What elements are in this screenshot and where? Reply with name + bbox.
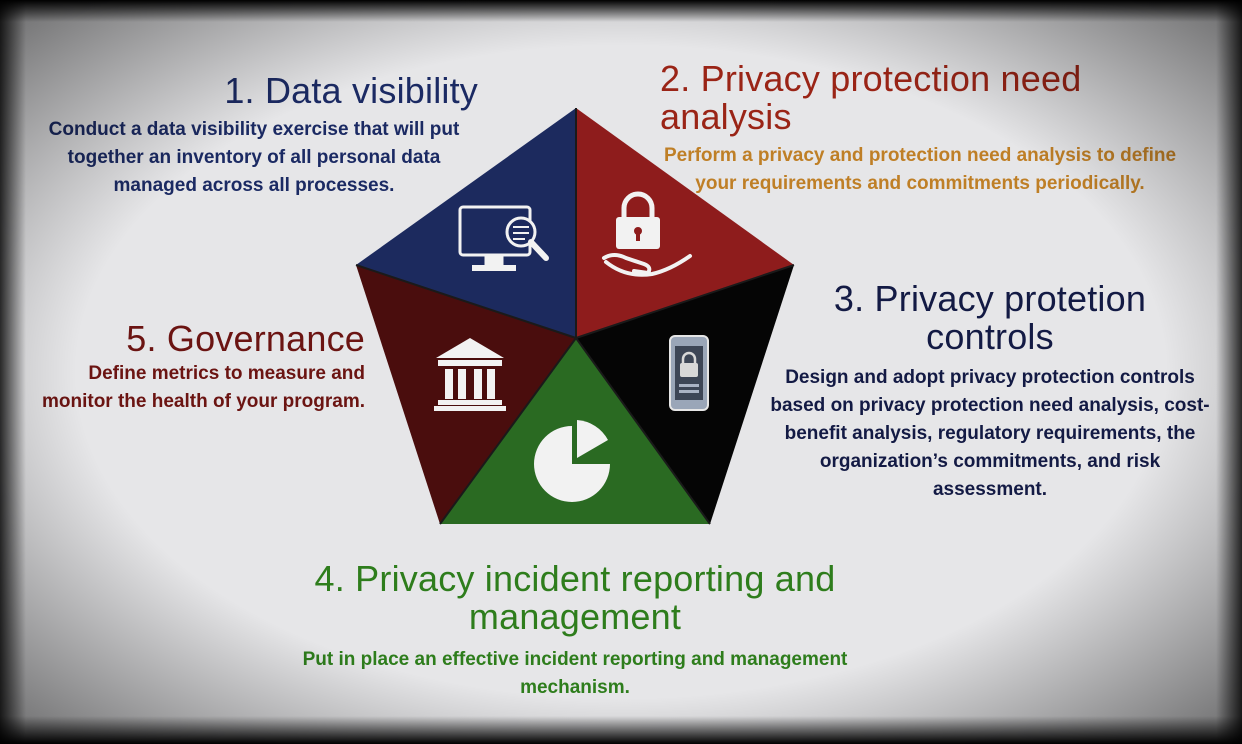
frame-edge-left (0, 0, 26, 744)
frame-edge-bottom (0, 716, 1242, 744)
step-description: Perform a privacy and protection need an… (663, 145, 1177, 194)
step-title: 1. Data visibility (224, 70, 478, 111)
frame-edge-right (1216, 0, 1242, 744)
step-title: 5. Governance (126, 318, 365, 359)
step-title: 2. Privacy protection need analysis (660, 58, 1082, 137)
frame-edge-top (0, 0, 1242, 22)
step-incident-management: 4. Privacy incident reporting and manage… (270, 560, 880, 702)
step-title: 3. Privacy protetion controls (833, 278, 1147, 357)
step-privacy-controls: 3. Privacy protetion controls Design and… (770, 280, 1210, 504)
smartphone-lock-icon (669, 335, 709, 411)
step-description: Conduct a data visibility exercise that … (48, 119, 460, 196)
step-description: Design and adopt privacy protection cont… (770, 367, 1210, 500)
step-privacy-need-analysis: 2. Privacy protection need analysis Perf… (660, 60, 1180, 198)
step-description: Define metrics to measure and monitor th… (41, 363, 365, 412)
step-governance: 5. Governance Define metrics to measure … (20, 320, 365, 416)
step-title: 4. Privacy incident reporting and manage… (314, 558, 836, 637)
step-description: Put in place an effective incident repor… (302, 649, 848, 698)
step-data-visibility: 1. Data visibility Conduct a data visibi… (30, 72, 478, 200)
